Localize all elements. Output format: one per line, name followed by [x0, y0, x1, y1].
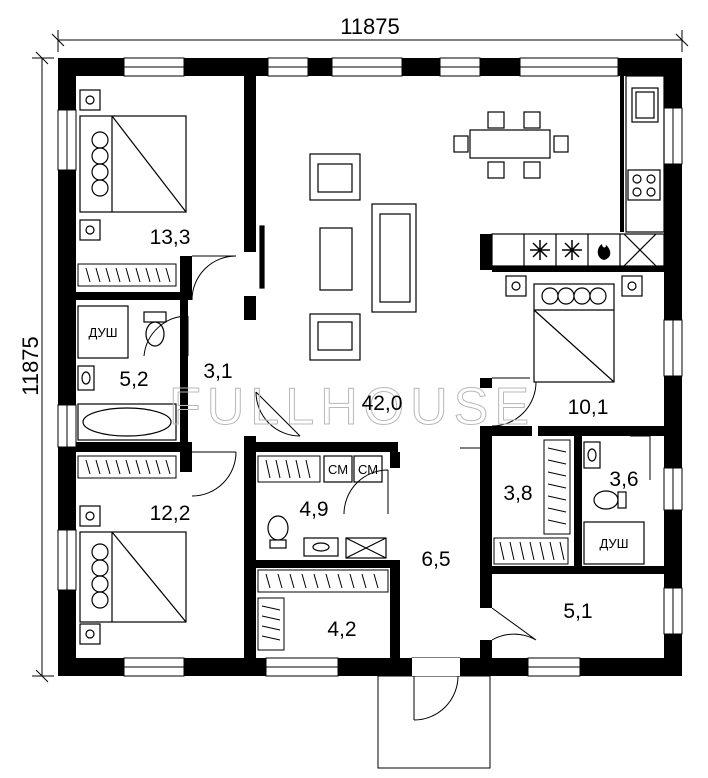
- nightstand-icon: [79, 505, 101, 645]
- bathtub-icon: [77, 403, 177, 441]
- room-area-wardrobe-right: 3,8: [503, 482, 532, 505]
- coffee-table-icon: [319, 227, 353, 291]
- chair-icon: [487, 161, 505, 179]
- snowflake-icon: [530, 240, 550, 260]
- wardrobe-icon: [493, 537, 569, 565]
- toilet-icon: [267, 515, 289, 549]
- sofa-icon: [371, 203, 417, 313]
- room-area-corridor: 3,1: [203, 360, 232, 383]
- dimension-lines: [32, 30, 689, 683]
- snowflake-icon: [562, 240, 582, 260]
- sink-icon: [303, 537, 339, 557]
- room-area-bedroom-bottom-left: 12,2: [150, 502, 191, 525]
- shower-tray: [583, 521, 645, 565]
- toilet-icon: [143, 311, 167, 347]
- room-area-bedroom-right: 10,1: [568, 396, 609, 419]
- bed-icon: [79, 115, 187, 213]
- shower-label-left: ДУШ: [88, 325, 117, 340]
- nightstand-icon: [79, 89, 101, 241]
- wardrobe-icon: [543, 439, 571, 535]
- room-area-bedroom-top-left: 13,3: [150, 226, 191, 249]
- chair-icon: [453, 135, 469, 153]
- sink-icon: [583, 441, 601, 469]
- wardrobe-icon: [257, 597, 285, 651]
- armchair-icon: [309, 153, 361, 201]
- entrance-porch: [377, 675, 491, 769]
- width-dimension-label: 11875: [340, 14, 400, 39]
- kitchen-counter: [491, 75, 665, 267]
- fire-icon: [597, 244, 611, 260]
- dining-table-icon: [453, 111, 569, 179]
- tv-icon: [259, 225, 265, 289]
- room-area-hall: 6,5: [421, 548, 450, 571]
- chair-icon: [523, 111, 541, 129]
- shower-label-right: ДУШ: [599, 536, 628, 551]
- washer-label-2: СМ: [358, 462, 378, 477]
- room-area-closet: 4,2: [327, 618, 356, 641]
- room-area-bathroom-right: 3,6: [609, 468, 638, 491]
- shower-tray: [77, 305, 129, 359]
- door-swing-icon: [143, 255, 651, 641]
- wardrobe-icon: [257, 455, 321, 483]
- chair-icon: [553, 135, 569, 153]
- interior-walls: [76, 76, 664, 658]
- sink-icon: [77, 365, 95, 391]
- room-area-entry-room: 5,1: [563, 600, 592, 623]
- bed-icon: [533, 283, 615, 383]
- armchair-icon: [309, 313, 361, 361]
- wardrobe-icon: [77, 263, 177, 287]
- bed-icon: [79, 531, 187, 623]
- chair-icon: [487, 111, 505, 129]
- room-area-wc: 4,9: [299, 498, 328, 521]
- height-dimension-label: 11875: [18, 336, 43, 396]
- washing-machine: [353, 455, 383, 483]
- chair-icon: [523, 161, 541, 179]
- toilet-icon: [593, 490, 627, 510]
- wardrobe-icon: [257, 569, 389, 593]
- watermark: FULLHOUSE: [169, 378, 535, 436]
- nightstand-icon: [505, 275, 643, 297]
- wardrobe-icon: [77, 455, 177, 479]
- washing-machine: [323, 455, 353, 483]
- stove-icon: [627, 169, 661, 201]
- washer-label-1: СМ: [328, 462, 348, 477]
- room-area-living-room: 42,0: [362, 392, 403, 415]
- room-area-bathroom-left: 5,2: [119, 368, 148, 391]
